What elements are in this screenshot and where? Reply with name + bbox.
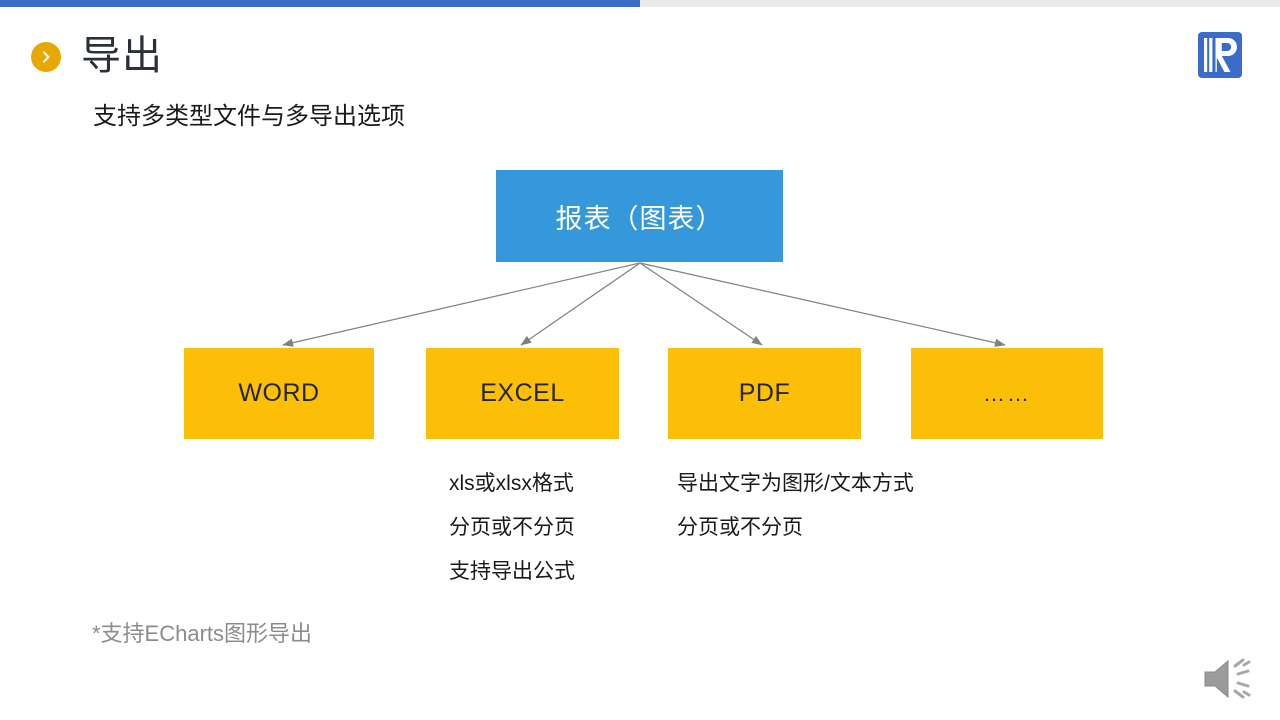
page-subtitle: 支持多类型文件与多导出选项 xyxy=(93,103,405,130)
notes-pdf-line: 分页或不分页 xyxy=(677,516,803,539)
connector-to-excel xyxy=(520,262,641,346)
notes-excel-line: xls或xlsx格式 xyxy=(449,472,574,495)
diagram-node-more-label: …… xyxy=(983,380,1031,406)
diagram-node-word-label: WORD xyxy=(238,379,320,407)
chevron-right-circle-icon xyxy=(31,42,61,72)
diagram-node-excel-label: EXCEL xyxy=(480,379,565,407)
connector-to-pdf xyxy=(639,262,763,346)
progress-fill xyxy=(0,0,640,7)
notes-excel: xls或xlsx格式 分页或不分页 支持导出公式 xyxy=(449,462,575,594)
notes-excel-line: 支持导出公式 xyxy=(449,560,575,583)
diagram-node-pdf[interactable]: PDF xyxy=(668,348,861,439)
speaker-volume-icon[interactable] xyxy=(1199,654,1261,704)
notes-excel-line: 分页或不分页 xyxy=(449,516,575,539)
diagram-node-pdf-label: PDF xyxy=(738,379,791,407)
connector-to-word xyxy=(282,262,641,347)
diagram-node-word[interactable]: WORD xyxy=(184,348,374,439)
progress-track[interactable] xyxy=(0,0,1280,7)
footnote: *支持ECharts图形导出 xyxy=(92,621,313,646)
diagram-node-excel[interactable]: EXCEL xyxy=(426,348,619,439)
connector-to-more xyxy=(639,262,1006,347)
diagram-node-report-label: 报表（图表） xyxy=(555,203,724,234)
notes-pdf: 导出文字为图形/文本方式 分页或不分页 xyxy=(677,462,914,550)
page-title: 导出 xyxy=(81,34,163,78)
brand-logo-icon xyxy=(1197,31,1243,79)
diagram-node-more[interactable]: …… xyxy=(911,348,1103,439)
notes-pdf-line: 导出文字为图形/文本方式 xyxy=(677,472,914,495)
diagram-node-report[interactable]: 报表（图表） xyxy=(496,170,783,262)
